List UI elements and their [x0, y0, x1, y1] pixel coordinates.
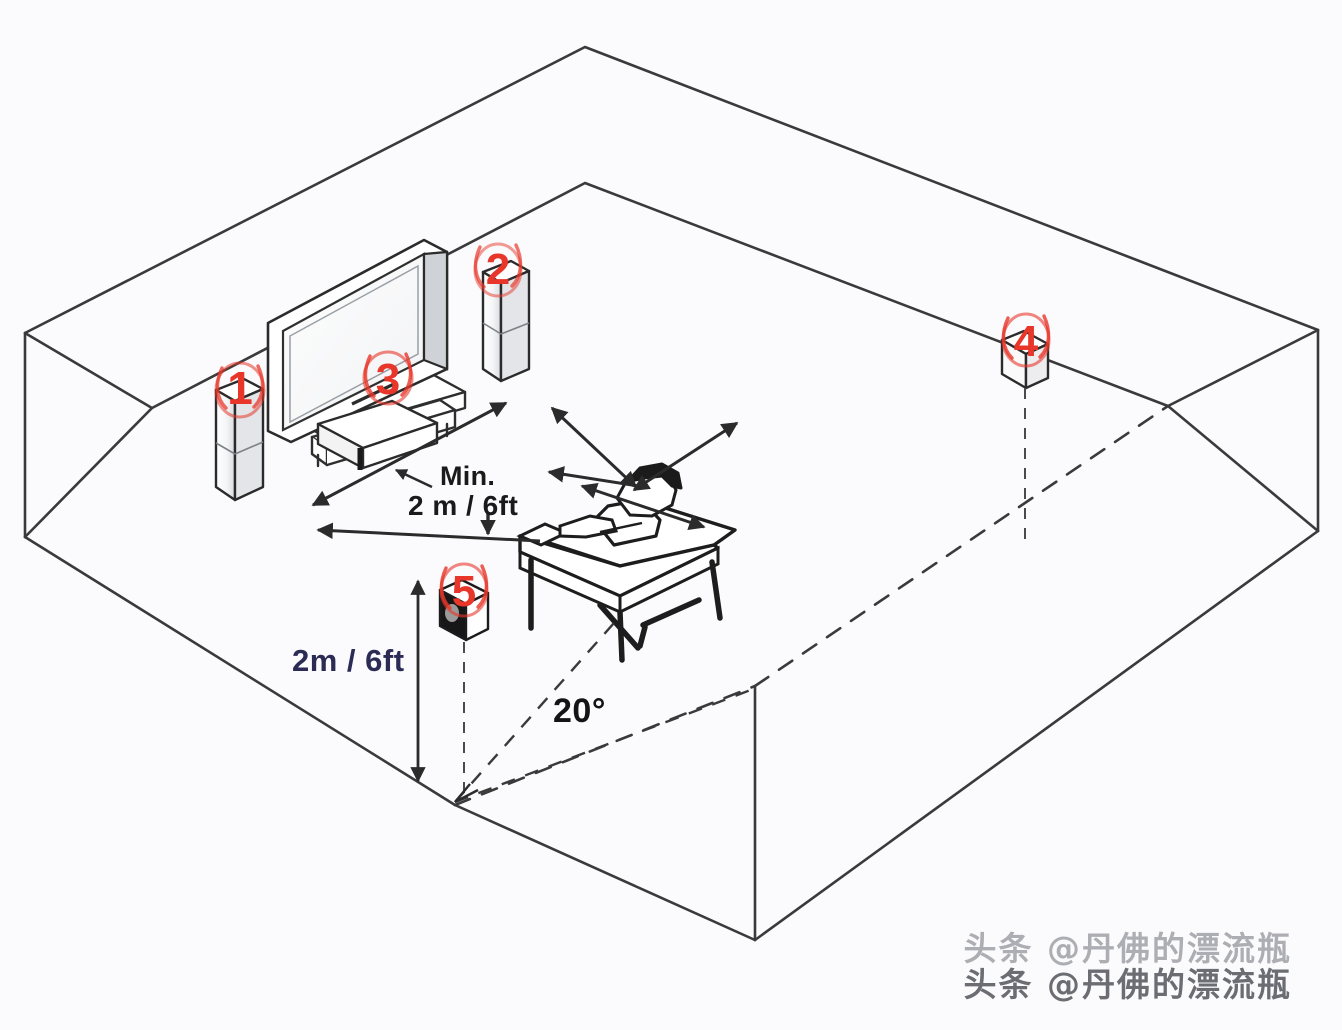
marker-2: 2 — [473, 242, 523, 298]
couch-with-seated-viewer — [516, 462, 737, 663]
marker-4: 4 — [1001, 312, 1051, 368]
marker-5-text: 5 — [452, 567, 476, 616]
marker-3: 3 — [362, 350, 414, 406]
marker-2-text: 2 — [486, 245, 510, 294]
elevation-angle-label: 20° — [553, 692, 606, 730]
min-distance-value: 2 m / 6ft — [408, 490, 519, 521]
angle-arrowheads — [454, 783, 479, 804]
front-right-tower-speaker — [481, 259, 531, 383]
angle-guides — [454, 622, 757, 804]
min-distance-title: Min. — [440, 461, 496, 491]
marker-1: 1 — [214, 361, 266, 419]
surround-height-label: 2m / 6ft — [292, 643, 405, 678]
speaker-number-markers: 1 2 3 4 — [214, 242, 1051, 618]
distance-arrows — [311, 401, 739, 543]
marker-4-text: 4 — [1014, 317, 1039, 366]
marker-5: 5 — [439, 562, 489, 618]
marker-3-text: 3 — [376, 355, 400, 404]
flat-panel-television — [266, 238, 449, 444]
marker-1-text: 1 — [227, 362, 253, 414]
